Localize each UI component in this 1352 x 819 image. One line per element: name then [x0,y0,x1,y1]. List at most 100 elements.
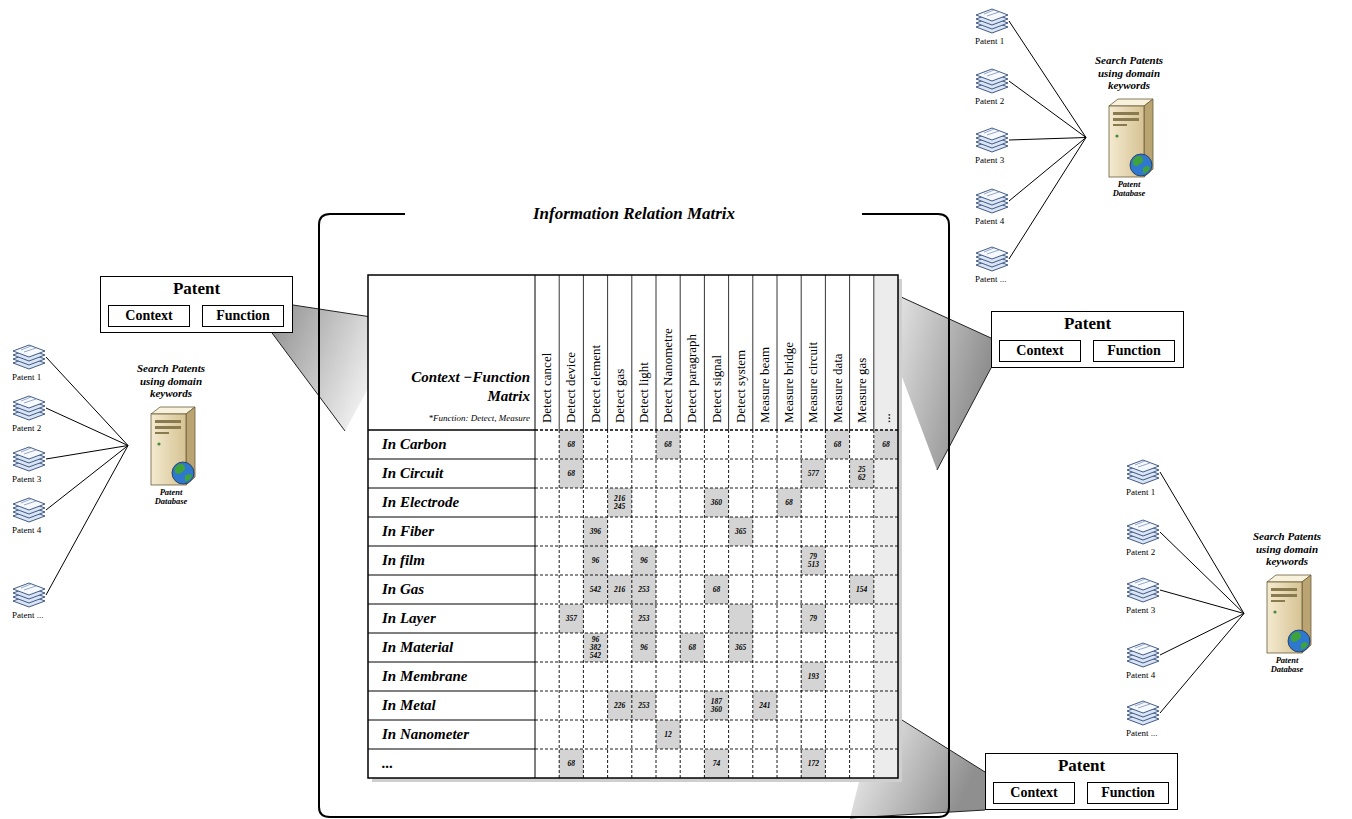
cell: 172 [801,749,825,778]
drive-slot [155,426,181,429]
row-label: ... [382,749,393,778]
row-divider [368,691,535,692]
row-divider [368,546,535,547]
cell: 226 [608,691,632,720]
cell-divider [535,546,898,547]
patent-document: Patent 1 [12,342,46,383]
row-divider [368,429,535,430]
header-divider [825,275,826,430]
connector-line [46,446,128,596]
cell-value: 68 [564,470,579,478]
cell-divider [535,633,898,634]
cell-value: 226 [612,702,627,710]
cell: 253 [632,604,656,633]
cell: 68 [874,430,898,459]
server-icon [145,404,197,488]
cell-shade [729,517,753,546]
cell: 68 [704,575,728,604]
row-label: In Nanometer [382,720,469,749]
paper-line [984,190,994,194]
cell-divider [704,430,705,778]
attribute-label: Function [1107,342,1161,360]
cell-shade [632,633,656,662]
connector-line [1009,21,1086,138]
cell: 187 360 [704,691,728,720]
power-button [1273,610,1276,613]
cell-divider [535,749,898,750]
column-shade [874,275,898,778]
column-header: Detect element [583,277,607,427]
column-header: Measure circuit [801,277,825,427]
cell-divider [535,459,898,460]
cell-divider [535,662,898,663]
paper-line [21,397,31,401]
paper-sheet [13,583,45,595]
patent-database: Search Patents using domain keywordsPate… [128,362,214,507]
cell-divider [849,430,850,778]
document-stack-icon [1126,457,1160,487]
attribute-label: Context [1016,342,1063,360]
document-stack-icon [12,444,46,474]
document-stack-icon [975,186,1009,216]
connector-line [46,357,128,446]
cell-value: 12 [661,731,676,739]
cell-divider [583,430,584,778]
globe-land [1143,166,1150,173]
cell: 79 513 [801,546,825,575]
paper-sheet [13,498,45,510]
cell-shade [874,430,898,459]
cell: 253 [632,575,656,604]
patent-label: Patent 1 [975,36,1009,47]
row-divider [368,604,535,605]
cell: 12 [656,720,680,749]
cell-divider [535,575,898,576]
row-label: In Carbon [382,430,447,459]
cell: 68 [777,488,801,517]
database-label: Patent Database [1261,656,1313,675]
connector-line [46,446,128,460]
column-header: Detect cancel [535,277,559,427]
connector-line [1160,614,1244,656]
cell-value: 253 [636,586,651,594]
paper-line [24,450,36,454]
cell-value: 365 [733,528,748,536]
paper-line [1138,704,1150,708]
patent-document: Patent 2 [12,393,46,434]
paper-line [1135,461,1145,465]
cell-value: 172 [806,760,821,768]
column-header: Detect device [559,277,583,427]
paper-line [987,250,999,254]
connector-line [1009,138,1086,260]
cell-value: 68 [564,441,579,449]
connector-line [1009,81,1086,138]
leader-line [272,333,345,431]
cell-shade [801,749,825,778]
column-header: ... [874,277,898,427]
document-stack-icon [12,580,46,610]
drive-slot [1271,588,1297,591]
header-divider [801,275,802,430]
column-header: Measure gas [850,277,874,427]
document-stack-icon [1126,575,1160,605]
header-divider [873,275,874,430]
cell-shade [559,604,583,633]
cell-value: 193 [806,673,821,681]
drive-slot [155,432,169,434]
patent-label: Patent ... [12,610,46,621]
cell-value: 96 382 542 [588,636,603,660]
matrix-title: Information Relation Matrix [533,204,735,224]
cell: 68 [559,749,583,778]
cell: 360 [704,488,728,517]
cell-value: 68 [564,760,579,768]
cell-divider [535,604,898,605]
cell-shade [656,720,680,749]
attribute-label: Function [216,307,270,325]
paper-line [1138,646,1150,650]
paper-line [987,131,999,135]
paper-line [984,129,994,133]
cell: 193 [801,662,825,691]
matrix-note: *Function: Detect, Measure [352,413,530,424]
header-divider [777,275,778,430]
paper-line [984,10,994,14]
